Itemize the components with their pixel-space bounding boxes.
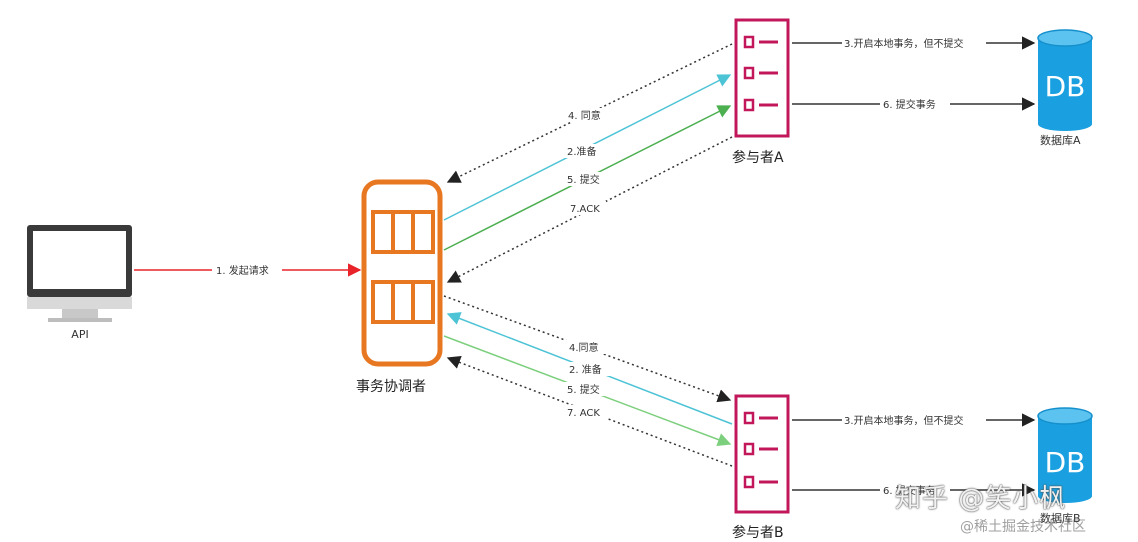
- db-a-icon-text: DB: [1045, 70, 1086, 103]
- label-a-agree: 4. 同意: [568, 109, 601, 122]
- coordinator-icon: [361, 179, 443, 367]
- label-a-local-tx: 3.开启本地事务，但不提交: [844, 37, 964, 50]
- participant-b-label: 参与者B: [732, 525, 784, 541]
- api-monitor-icon: [27, 225, 132, 322]
- edge-a-ack: [446, 136, 733, 283]
- database-a-icon: DB: [1037, 29, 1093, 131]
- db-b-icon-text: DB: [1045, 446, 1086, 479]
- watermark-zhihu: 知乎 @笑小枫: [895, 484, 1067, 514]
- database-a-label: 数据库A: [1040, 134, 1081, 147]
- database-b-label: 数据库B: [1040, 512, 1081, 525]
- label-a-prepare: 2.准备: [567, 145, 597, 158]
- label-a-commit: 5. 提交: [567, 173, 600, 186]
- coordinator-label: 事务协调者: [356, 379, 426, 395]
- watermark-juejin: @稀土掘金技术社区: [960, 519, 1086, 535]
- participant-a-icon: [734, 18, 790, 138]
- label-a-ack: 7.ACK: [570, 204, 600, 215]
- label-b-agree: 4.同意: [569, 341, 599, 354]
- participant-b-icon: [734, 394, 790, 514]
- label-b-commit-tx: 6. 提交事务: [883, 484, 936, 497]
- label-a-commit-tx: 6. 提交事务: [883, 98, 936, 111]
- api-label: API: [71, 328, 89, 341]
- database-b-icon: DB: [1037, 407, 1093, 503]
- label-b-ack: 7. ACK: [567, 408, 600, 419]
- edge-b-agree: [443, 295, 732, 403]
- label-b-prepare: 2. 准备: [569, 363, 602, 376]
- label-start-request: 1. 发起请求: [216, 264, 269, 277]
- label-b-local-tx: 3.开启本地事务，但不提交: [844, 414, 964, 427]
- participant-a-label: 参与者A: [732, 150, 784, 166]
- label-b-commit: 5. 提交: [567, 383, 600, 396]
